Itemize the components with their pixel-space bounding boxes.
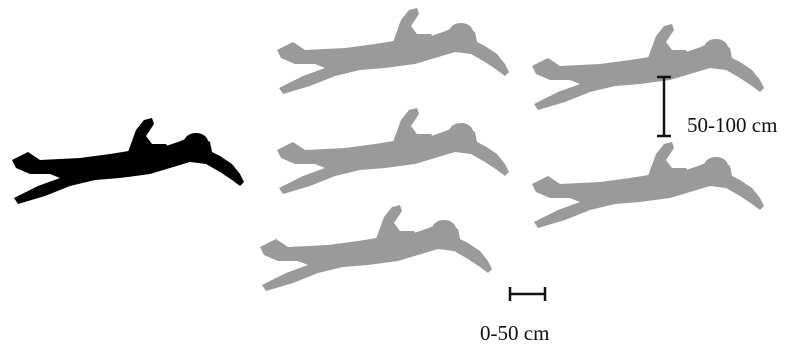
- lead-swimmer-icon: [12, 118, 244, 204]
- horizontal-distance-label: 0-50 cm: [480, 323, 549, 344]
- vertical-distance-label: 50-100 cm: [687, 115, 777, 136]
- horizontal-distance-bracket: [510, 287, 545, 301]
- drafting-swimmer-icon: [277, 8, 509, 94]
- drafting-swimmer-icon: [277, 108, 509, 194]
- drafting-swimmer-icon: [260, 205, 492, 291]
- vertical-distance-bracket: [657, 77, 671, 136]
- drafting-swimmer-icon: [532, 142, 764, 228]
- drafting-swimmer-icon: [532, 24, 764, 110]
